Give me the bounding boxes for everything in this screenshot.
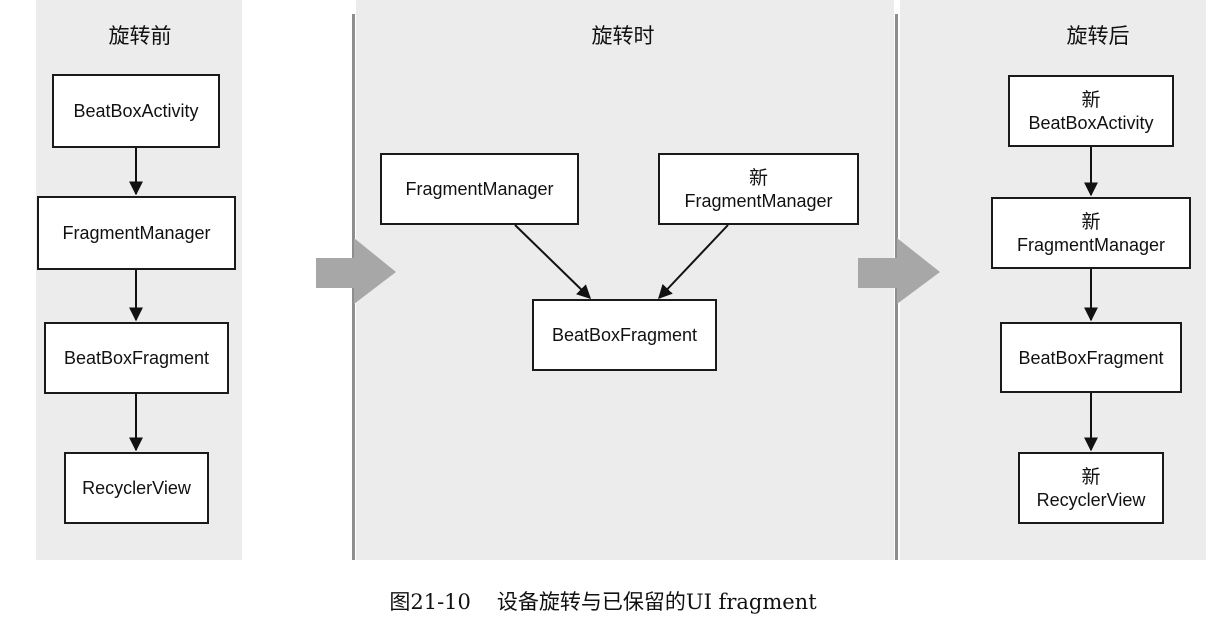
before-manager-box: FragmentManager [37,196,236,270]
after-manager-new-prefix: 新 [1081,211,1101,233]
after-recycler-box: 新 RecyclerView [1018,452,1164,524]
after-fragment-box: BeatBoxFragment [1000,322,1182,393]
after-fragment-label: BeatBoxFragment [1018,347,1164,368]
before-fragment-box: BeatBoxFragment [44,322,229,394]
before-activity-box: BeatBoxActivity [52,74,220,148]
figure-caption-text: 设备旋转与已保留的UI fragment [496,590,817,614]
before-recycler-label: RecyclerView [82,478,191,498]
during-new-manager-box: 新 FragmentManager [658,153,859,225]
during-old-manager-box: FragmentManager [380,153,579,225]
before-recycler-box: RecyclerView [64,452,209,524]
during-old-manager-label: FragmentManager [405,179,554,199]
figure-caption: 图21-10 设备旋转与已保留的UI fragment [0,586,1206,616]
after-recycler-new-prefix: 新 [1081,466,1101,488]
title-before: 旋转前 [108,24,172,48]
transition-arrow-2 [858,238,940,304]
figure-number: 图21-10 [389,590,471,614]
after-activity-label: BeatBoxActivity [1028,113,1154,133]
during-fragment-box: BeatBoxFragment [532,299,717,371]
before-manager-label: FragmentManager [62,223,211,243]
arrow-newmanager-to-fragment [658,224,729,300]
after-recycler-label: RecyclerView [1036,490,1146,510]
after-activity-box: 新 BeatBoxActivity [1008,75,1174,147]
after-activity-new-prefix: 新 [1081,89,1101,111]
title-after: 旋转后 [1066,24,1130,48]
panel-during-rotation [356,0,894,560]
transition-arrow-1 [316,238,396,304]
before-activity-label: BeatBoxActivity [73,101,199,121]
during-fragment-label: BeatBoxFragment [551,325,698,345]
after-manager-box: 新 FragmentManager [991,197,1191,269]
arrow-oldmanager-to-fragment [514,224,592,299]
before-fragment-label: BeatBoxFragment [63,348,210,368]
during-new-prefix: 新 [748,167,768,189]
after-manager-label: FragmentManager [1016,235,1166,255]
title-during: 旋转时 [591,24,655,48]
during-new-manager-label: FragmentManager [684,191,833,211]
